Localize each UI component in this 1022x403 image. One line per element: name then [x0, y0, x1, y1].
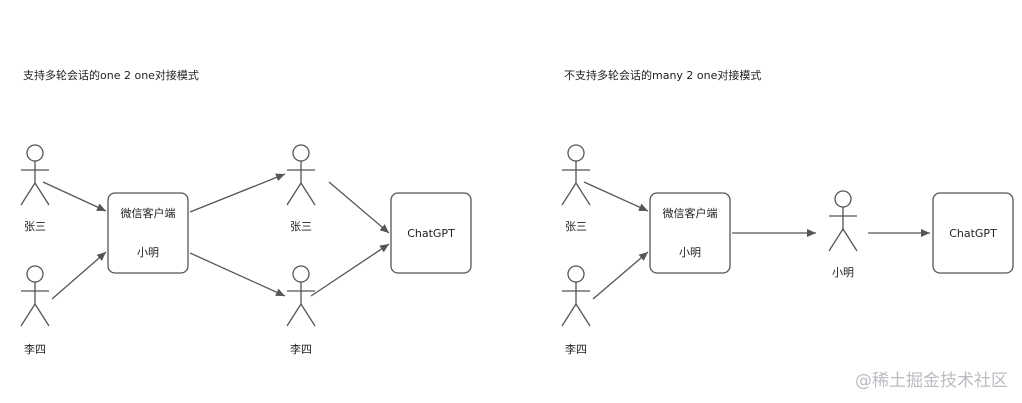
person-icon: [286, 144, 316, 206]
left-actor-zhangsan: 张三: [20, 144, 50, 233]
right-client-box: 微信客户端 小明: [649, 192, 731, 274]
arrow-client-to-lisi: [189, 252, 286, 297]
person-icon: [561, 265, 591, 327]
actor-label: 张三: [24, 220, 46, 233]
actor-label: 张三: [290, 220, 312, 233]
client-box-user: 小明: [137, 246, 159, 259]
actor-label: 张三: [565, 220, 587, 233]
right-mid-actor-xiaoming: 小明: [828, 190, 858, 279]
right-actor-zhangsan: 张三: [561, 144, 591, 233]
client-box-title: 微信客户端: [663, 206, 718, 220]
actor-label: 小明: [832, 266, 854, 279]
person-icon: [286, 265, 316, 327]
left-diagram-title: 支持多轮会话的one 2 one对接模式: [23, 69, 199, 82]
arrow-lisi-to-client: [592, 251, 649, 300]
arrow-lisi-to-client: [51, 251, 107, 300]
arrow-zhangsan-to-chatgpt: [328, 181, 390, 234]
person-icon: [561, 144, 591, 206]
left-actor-lisi: 李四: [20, 265, 50, 356]
left-client-box: 微信客户端 小明: [107, 192, 189, 274]
person-icon: [828, 190, 858, 252]
arrow-lisi-to-chatgpt: [310, 243, 390, 297]
right-actor-lisi: 李四: [561, 265, 591, 356]
right-diagram-title: 不支持多轮会话的many 2 one对接模式: [564, 69, 762, 82]
arrow-zhangsan-to-client: [583, 181, 649, 212]
chatgpt-label: ChatGPT: [949, 227, 997, 240]
person-icon: [20, 265, 50, 327]
chatgpt-label: ChatGPT: [407, 227, 455, 240]
left-mid-actor-zhangsan: 张三: [286, 144, 316, 233]
client-box-user: 小明: [679, 246, 701, 259]
client-box-title: 微信客户端: [121, 206, 176, 220]
actor-label: 李四: [24, 342, 46, 356]
actor-label: 李四: [290, 342, 312, 356]
left-mid-actor-lisi: 李四: [286, 265, 316, 356]
actor-label: 李四: [565, 342, 587, 356]
left-chatgpt-box: ChatGPT: [390, 192, 472, 274]
right-chatgpt-box: ChatGPT: [932, 192, 1014, 274]
arrow-zhangsan-to-client: [42, 181, 107, 212]
watermark: @稀土掘金技术社区: [855, 371, 1008, 391]
arrow-client-to-zhangsan: [189, 173, 286, 213]
person-icon: [20, 144, 50, 206]
